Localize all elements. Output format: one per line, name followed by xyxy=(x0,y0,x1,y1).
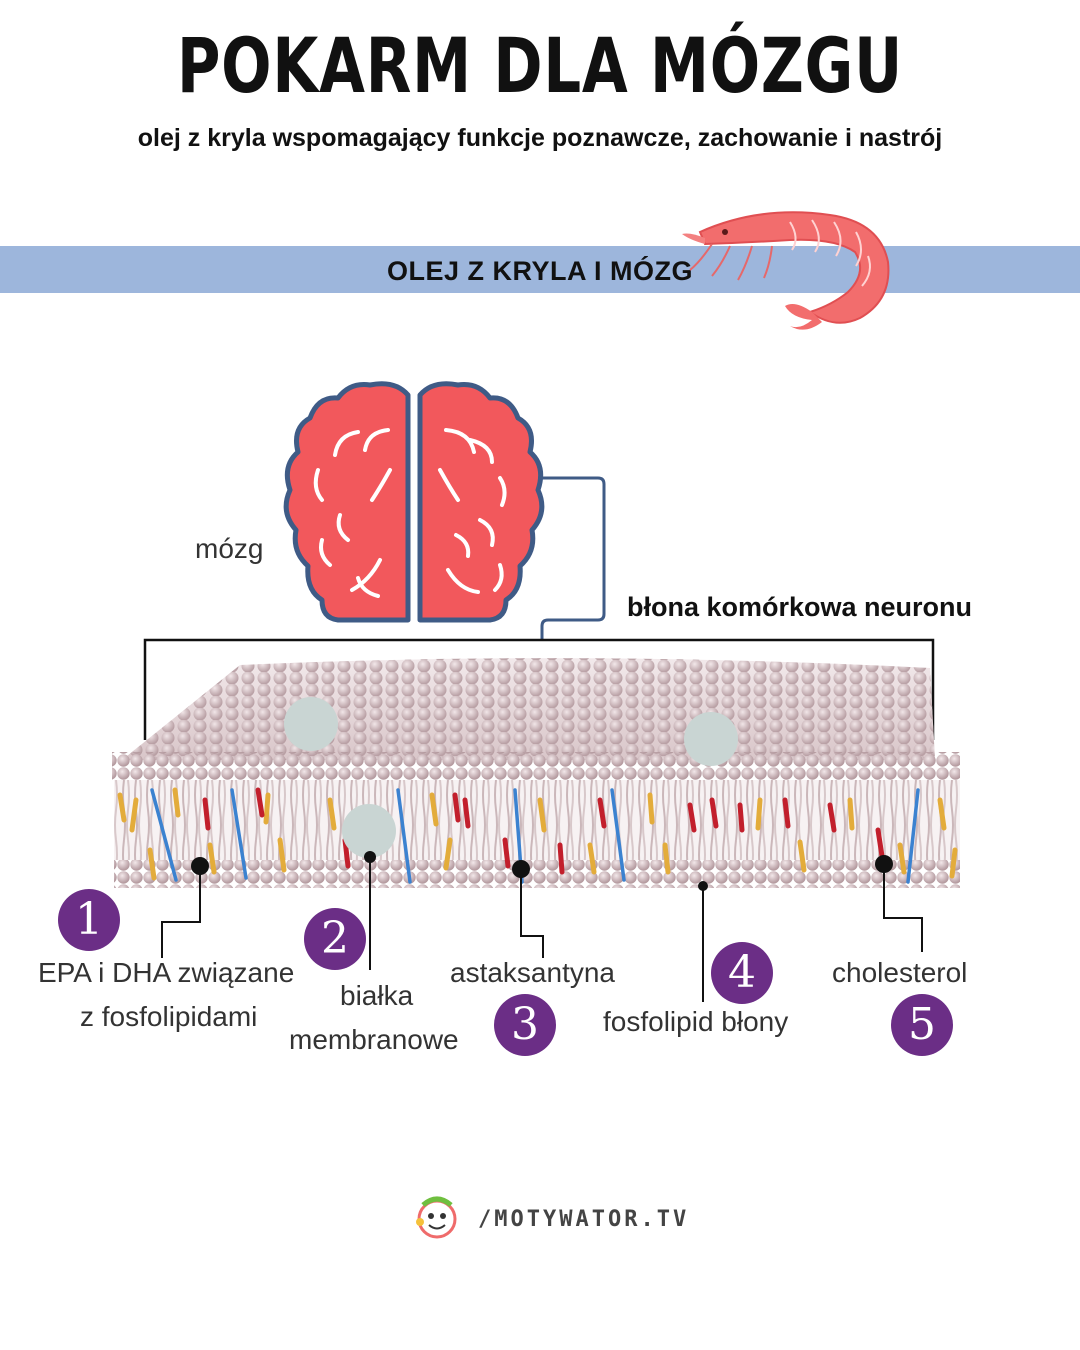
page-subtitle: olej z kryla wspomagający funkcje poznaw… xyxy=(137,124,943,152)
brain-connector xyxy=(538,476,606,640)
item-1-label-line1: EPA i DHA związane xyxy=(38,957,295,988)
leader-lines xyxy=(161,857,923,1002)
brain-icon xyxy=(283,381,545,623)
badge-2: 2 xyxy=(304,908,366,970)
footer-brand[interactable]: /MOTYWATOR.TV xyxy=(478,1207,690,1232)
badge-3: 3 xyxy=(494,994,556,1056)
membrane-protein xyxy=(684,712,738,766)
item-4-label: fosfolipid błony xyxy=(603,1006,789,1037)
membrane-illustration xyxy=(112,658,960,888)
badge-1: 1 xyxy=(58,889,120,951)
shrimp-icon xyxy=(682,211,890,330)
item-1-label-line2: z fosfolipidami xyxy=(80,1001,258,1032)
membrane-label: błona komórkowa neuronu xyxy=(627,592,973,622)
page-title: POKARM DLA MÓZGU xyxy=(176,21,904,110)
membrane-protein xyxy=(284,697,338,751)
membrane-bracket xyxy=(143,638,935,740)
section-band xyxy=(0,246,1080,293)
brain-label: mózg xyxy=(195,533,264,564)
membrane-protein xyxy=(342,804,396,858)
motywator-logo-icon xyxy=(416,1196,457,1239)
badge-5: 5 xyxy=(891,994,953,1056)
item-5-label: cholesterol xyxy=(832,957,968,988)
section-title: OLEJ Z KRYLA I MÓZG xyxy=(387,256,693,286)
badge-4: 4 xyxy=(711,942,773,1004)
item-2-label-line1: białka xyxy=(340,980,414,1011)
item-2-label-line2: membranowe xyxy=(289,1024,459,1055)
item-3-label: astaksantyna xyxy=(450,957,615,988)
